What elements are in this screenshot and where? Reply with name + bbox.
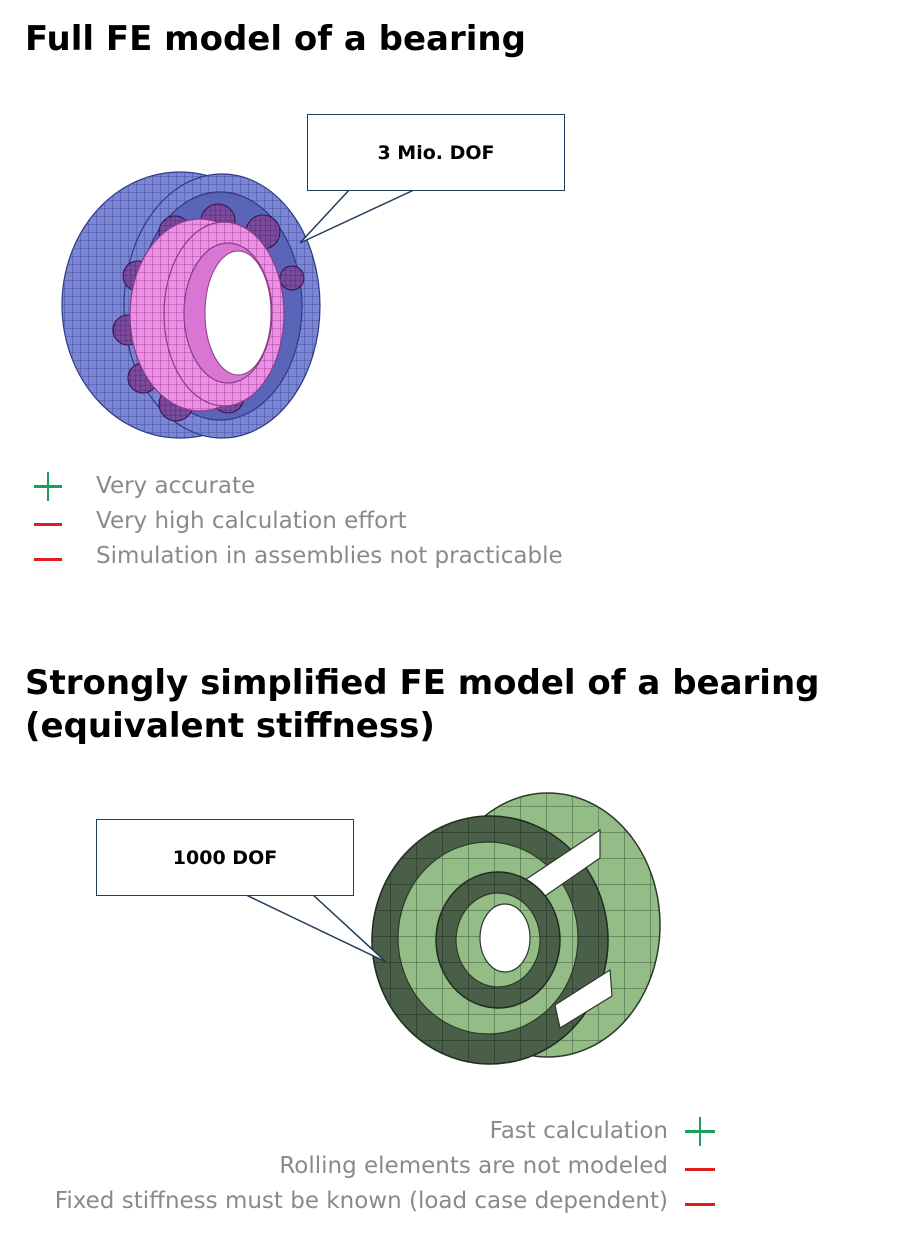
plus-icon [30,469,66,504]
minus-icon [30,539,66,574]
list-item: Very high calculation effort [30,504,563,539]
item-text: Very accurate [96,473,256,499]
heading-line-2: (equivalent stiffness) [25,706,435,746]
callout-pointer [243,893,387,963]
minus-icon [684,1149,716,1184]
inner-ring [129,218,285,412]
item-text: Fixed stiffness must be known (load case… [54,1188,668,1214]
list-item: Simulation in assemblies not practicable [30,539,563,574]
list-item: Rolling elements are not modeled [55,1149,716,1184]
dof-callout-simplified: 1000 DOF [96,819,354,896]
simplified-model-heading: Strongly simplified FE model of a bearin… [25,662,820,748]
list-item: Very accurate [30,469,563,504]
dof-callout-full: 3 Mio. DOF [307,114,565,191]
list-item: Fast calculation [55,1114,716,1149]
heading-line-1: Strongly simplified FE model of a bearin… [25,663,820,703]
item-text: Simulation in assemblies not practicable [96,543,563,569]
full-model-pros-cons: Very accurate Very high calculation effo… [30,469,563,574]
full-model-heading: Full FE model of a bearing [25,19,526,59]
item-text: Fast calculation [489,1118,668,1144]
simplified-model-pros-cons: Fast calculation Rolling elements are no… [55,1114,716,1219]
plus-icon [684,1114,716,1149]
minus-icon [684,1184,716,1219]
item-text: Very high calculation effort [96,508,407,534]
item-text: Rolling elements are not modeled [279,1153,668,1179]
minus-icon [30,504,66,539]
simplified-inner-ring [435,871,561,1009]
list-item: Fixed stiffness must be known (load case… [55,1184,716,1219]
